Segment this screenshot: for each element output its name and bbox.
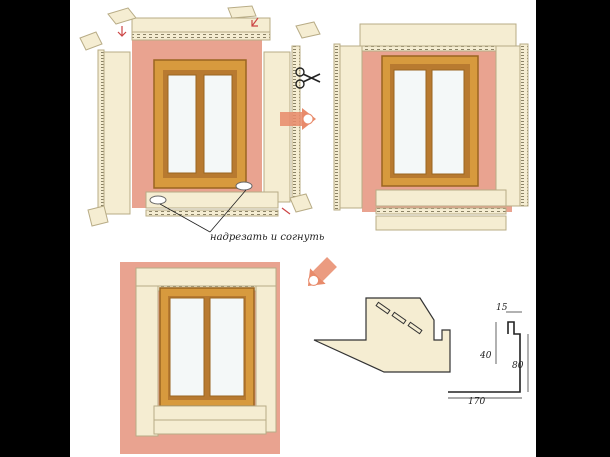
window-pane-right	[431, 69, 465, 175]
window-pane-right	[203, 74, 233, 174]
top-trim	[359, 23, 517, 47]
arrow-right-icon	[280, 108, 316, 130]
right-trim	[263, 51, 291, 203]
trim-profile-3d	[313, 297, 451, 373]
step3-finished-view	[120, 262, 280, 454]
window-pane-right	[209, 297, 245, 397]
scissors-icon	[295, 67, 321, 89]
profile-dimension-drawing: 15 40 80 170	[448, 303, 529, 407]
diagram-canvas: надрезать и согнуть	[70, 0, 536, 457]
corner-tab	[79, 31, 103, 51]
arrow-down-left-icon	[307, 257, 337, 287]
dim-80-label: 80	[512, 361, 524, 371]
window-pane-left	[393, 69, 427, 175]
dim-40-label: 40	[479, 351, 492, 361]
corner-tab	[87, 205, 109, 227]
sill-trim	[145, 191, 279, 209]
right-trim	[495, 45, 521, 207]
top-trim	[135, 267, 277, 287]
corner-tab	[107, 7, 137, 25]
left-trim	[339, 45, 363, 209]
dim-170-label: 170	[468, 397, 485, 407]
sill-trim	[153, 405, 267, 421]
top-trim	[131, 17, 271, 33]
sill-trim	[375, 189, 507, 207]
corner-tab	[227, 5, 257, 19]
step2-assembled-view	[333, 23, 529, 231]
installation-diagram: надрезать и согнуть	[79, 5, 529, 454]
left-trim	[135, 285, 159, 437]
cut-and-bend-label: надрезать и согнуть	[210, 232, 324, 243]
left-trim	[103, 51, 131, 215]
corner-tab	[295, 21, 321, 39]
window-pane-left	[169, 297, 205, 397]
window-pane-left	[167, 74, 197, 174]
dim-15-label: 15	[496, 303, 508, 313]
step1-exploded-view: надрезать и согнуть	[79, 5, 324, 243]
corner-tab	[289, 193, 313, 213]
